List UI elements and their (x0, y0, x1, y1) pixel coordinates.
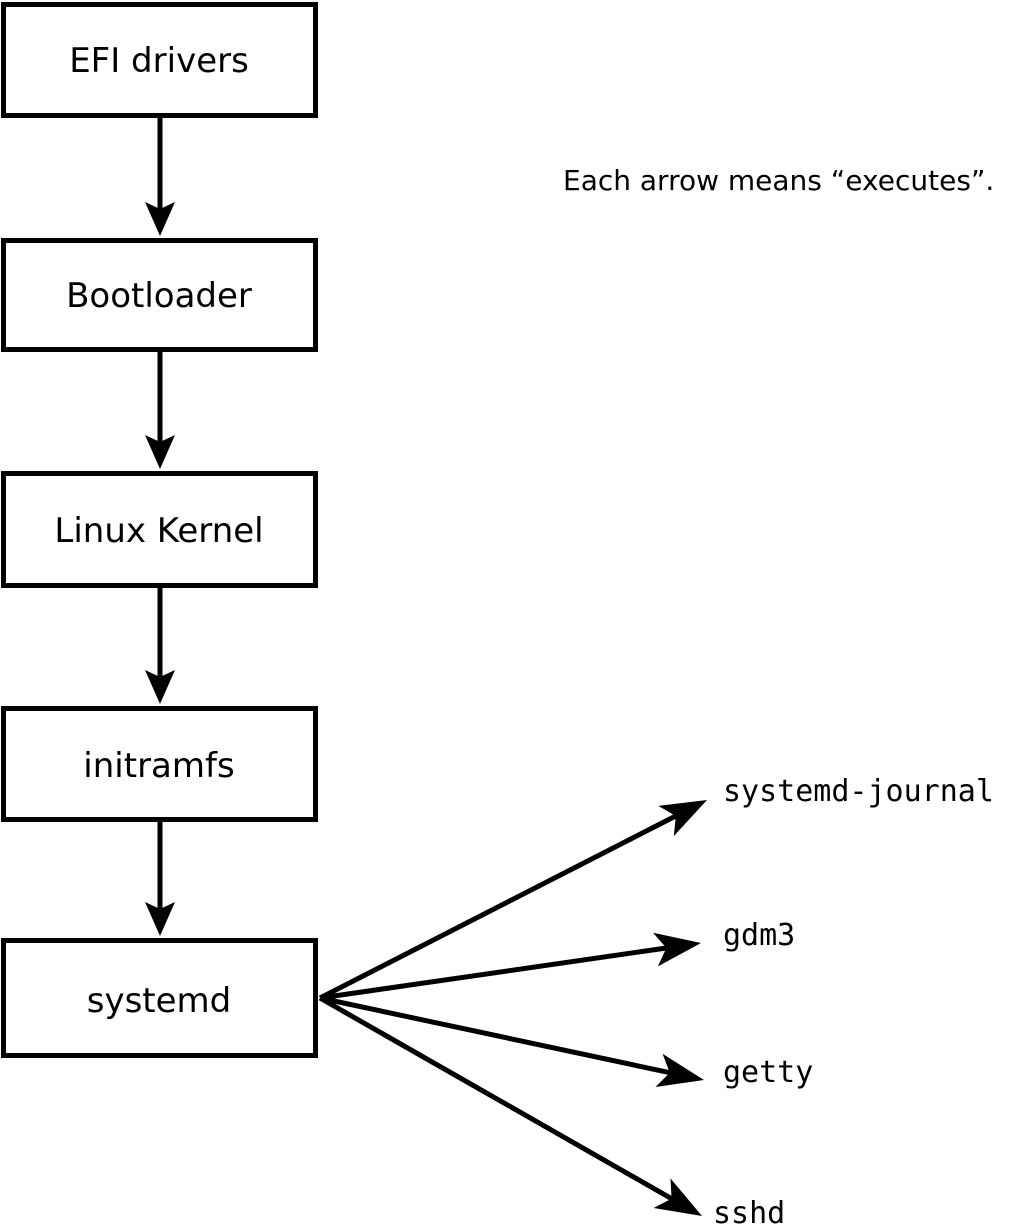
service-label-getty: getty (723, 1055, 813, 1090)
fanout-arrow-getty (319, 995, 704, 1088)
stage-box-linux-kernel[interactable] (1, 471, 318, 588)
fanout-arrow-sshd (318, 995, 702, 1216)
fanout-arrow-gdm3 (319, 932, 701, 1001)
stage-box-initramfs[interactable] (1, 706, 318, 822)
service-label-gdm3: gdm3 (723, 918, 795, 953)
stage-box-bootloader[interactable] (1, 238, 318, 352)
stage-label-initramfs: initramfs (83, 746, 234, 786)
stage-node-bootloader[interactable]: Bootloader (1, 238, 318, 352)
boot-chain-group: EFI drivers Bootloader Linux Kernel init… (1, 2, 318, 1058)
arrow-kernel-to-initramfs (145, 588, 175, 704)
service-label-systemd-journal: systemd-journal (723, 774, 994, 809)
legend-caption: Each arrow means “executes”. (563, 164, 994, 197)
fanout-arrows-layer (318, 800, 707, 1216)
stage-box-systemd[interactable] (1, 938, 318, 1058)
stage-label-bootloader: Bootloader (66, 276, 252, 316)
stage-label-systemd: systemd (87, 981, 232, 1021)
stage-label-linux-kernel: Linux Kernel (54, 511, 263, 551)
service-labels-group: systemd-journal gdm3 getty sshd (713, 774, 994, 1230)
stage-label-efi-drivers: EFI drivers (69, 41, 249, 81)
stage-node-systemd[interactable]: systemd (1, 938, 318, 1058)
arrow-efi-to-bootloader (145, 118, 175, 236)
stage-node-linux-kernel[interactable]: Linux Kernel (1, 471, 318, 588)
service-label-sshd: sshd (713, 1196, 785, 1230)
arrow-bootloader-to-kernel (145, 352, 175, 469)
stage-node-efi-drivers[interactable]: EFI drivers (1, 2, 318, 118)
arrow-initramfs-to-systemd (145, 822, 175, 936)
stage-node-initramfs[interactable]: initramfs (1, 706, 318, 822)
fanout-arrow-systemd-journal (318, 800, 707, 1001)
chain-arrows-layer (145, 118, 175, 936)
stage-box-efi-drivers[interactable] (1, 2, 318, 118)
